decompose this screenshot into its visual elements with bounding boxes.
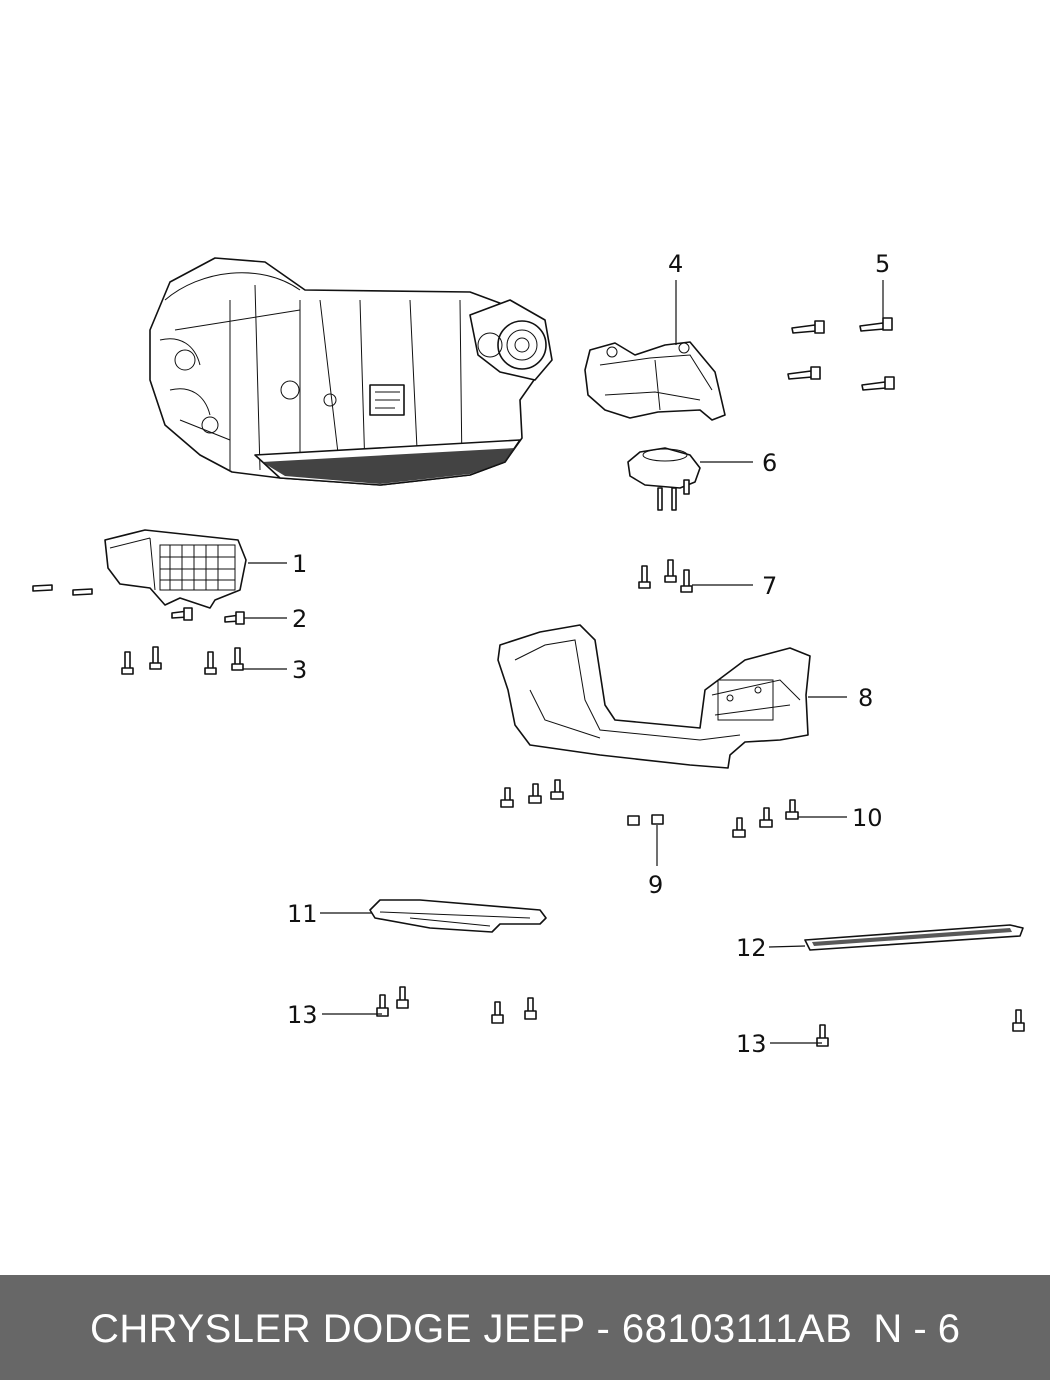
part-12-strip	[804, 924, 1024, 951]
footer-page-label: N - 6	[873, 1307, 960, 1351]
callout-5: 5	[875, 250, 890, 278]
callout-10: 10	[852, 804, 883, 832]
callout-8: 8	[858, 684, 873, 712]
parts-diagram: 1 2 3 4 5 6 7 8 9 10 11 12 13 13	[32, 250, 1025, 1058]
part-11-plate	[369, 899, 547, 933]
fasteners-bottom	[376, 986, 1025, 1047]
part-7-studs	[638, 559, 693, 593]
callout-6: 6	[762, 449, 777, 477]
callout-9: 9	[648, 871, 663, 899]
callout-3: 3	[292, 656, 307, 684]
part-5-bolts	[787, 317, 895, 391]
callout-1: 1	[292, 550, 307, 578]
callout-labels: 1 2 3 4 5 6 7 8 9 10 11 12 13 13	[287, 250, 890, 1058]
callout-13b: 13	[736, 1030, 767, 1058]
footer-brand-text: CHRYSLER DODGE JEEP - 68103111AB	[90, 1307, 853, 1351]
transmission-assembly	[149, 257, 553, 486]
part-8-crossmember	[497, 624, 811, 769]
part-4-mount-bracket	[584, 341, 726, 421]
part-1-cover-plate	[104, 529, 247, 609]
callout-7: 7	[762, 572, 777, 600]
leader-lines	[243, 280, 884, 1044]
callout-13a: 13	[287, 1001, 318, 1029]
callout-4: 4	[668, 250, 683, 278]
fasteners-left	[32, 584, 245, 675]
footer-bar: CHRYSLER DODGE JEEP - 68103111AB N - 6	[0, 1275, 1050, 1380]
callout-12: 12	[736, 934, 767, 962]
callout-11: 11	[287, 900, 318, 928]
callout-2: 2	[292, 605, 307, 633]
fasteners-center	[500, 779, 799, 838]
part-6-isolator	[627, 447, 701, 511]
